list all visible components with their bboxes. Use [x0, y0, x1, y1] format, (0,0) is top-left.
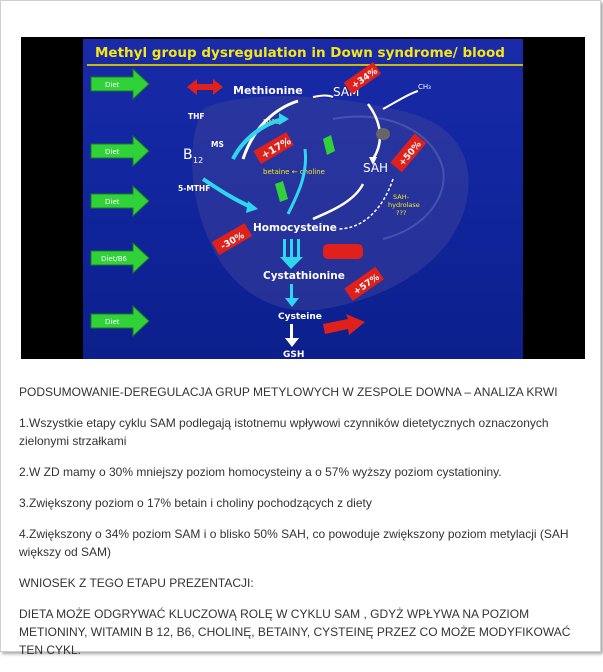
post-heading: PODSUMOWANIE-DEREGULACJA GRUP METYLOWYCH… — [19, 385, 558, 399]
post-point-3: 3.Zwiększony poziom o 17% betain i choli… — [19, 496, 372, 510]
label-ms: MS — [211, 140, 224, 149]
post-point-2: 2.W ZD mamy o 30% mniejszy poziom homocy… — [19, 465, 502, 479]
post-point-4: 4.Zwiększony o 34% poziom SAM i o blisko… — [19, 527, 569, 559]
diet-label: Diet — [105, 81, 120, 89]
slide-image: Methyl group dysregulation in Down syndr… — [83, 39, 523, 359]
diet-label: Diet — [105, 318, 120, 326]
post-conclusion: DIETA MOŻE ODGRYWAĆ KLUCZOWĄ ROLĘ W CYKL… — [19, 607, 571, 657]
diet-label: Diet — [105, 198, 120, 206]
diet-arrow-5: Diet — [90, 304, 150, 338]
red-box — [323, 244, 363, 259]
diet-arrow-3: Diet — [90, 184, 150, 218]
label-sah-hydrolase-3: ??? — [396, 209, 406, 217]
label-gsh: GSH — [283, 350, 304, 359]
label-b12-sub: 12 — [193, 156, 203, 165]
red-arrow-cysteine — [323, 314, 365, 335]
label-b12: B — [183, 147, 193, 163]
label-cysteine: Cysteine — [278, 312, 322, 322]
cyan-down-arrows — [280, 239, 303, 347]
diet-label: Diet — [105, 148, 120, 156]
label-homocysteine: Homocysteine — [253, 222, 337, 234]
label-5mthf: 5-MTHF — [178, 184, 210, 193]
label-betaine: betaine ← choline — [263, 168, 325, 176]
slide-title: Methyl group dysregulation in Down syndr… — [87, 42, 523, 66]
post-point-1: 1.Wszystkie etapy cyklu SAM podlegają is… — [19, 416, 549, 448]
diet-arrow-2: Diet — [90, 134, 150, 168]
post-content: PODSUMOWANIE-DEREGULACJA GRUP METYLOWYCH… — [19, 383, 587, 672]
diet-arrow-1: Diet — [90, 67, 150, 101]
label-thf: THF — [188, 112, 205, 121]
diet-arrow-4: Diet/B6 — [90, 241, 150, 275]
post-frame: Methyl group dysregulation in Down syndr… — [0, 0, 601, 657]
label-sah-hydrolase: SAH- — [393, 193, 410, 201]
badge-sam-up: +34% — [343, 62, 382, 95]
video-player[interactable]: Methyl group dysregulation in Down syndr… — [21, 37, 585, 359]
diet-label: Diet/B6 — [101, 255, 128, 263]
label-ch3: CH₃ — [418, 83, 431, 91]
post-conclusion-heading: WNIOSEK Z TEGO ETAPU PREZENTACJI: — [19, 576, 254, 590]
label-methionine: Methionine — [233, 84, 303, 97]
red-double-arrow — [187, 79, 223, 95]
label-cystathionine: Cystathionine — [263, 270, 345, 282]
methyl-cycle-diagram: Diet Diet Diet Diet/B6 Diet — [90, 62, 469, 359]
label-sah-hydrolase-2: hydrolase — [388, 201, 420, 209]
label-sah: SAH — [363, 161, 388, 175]
